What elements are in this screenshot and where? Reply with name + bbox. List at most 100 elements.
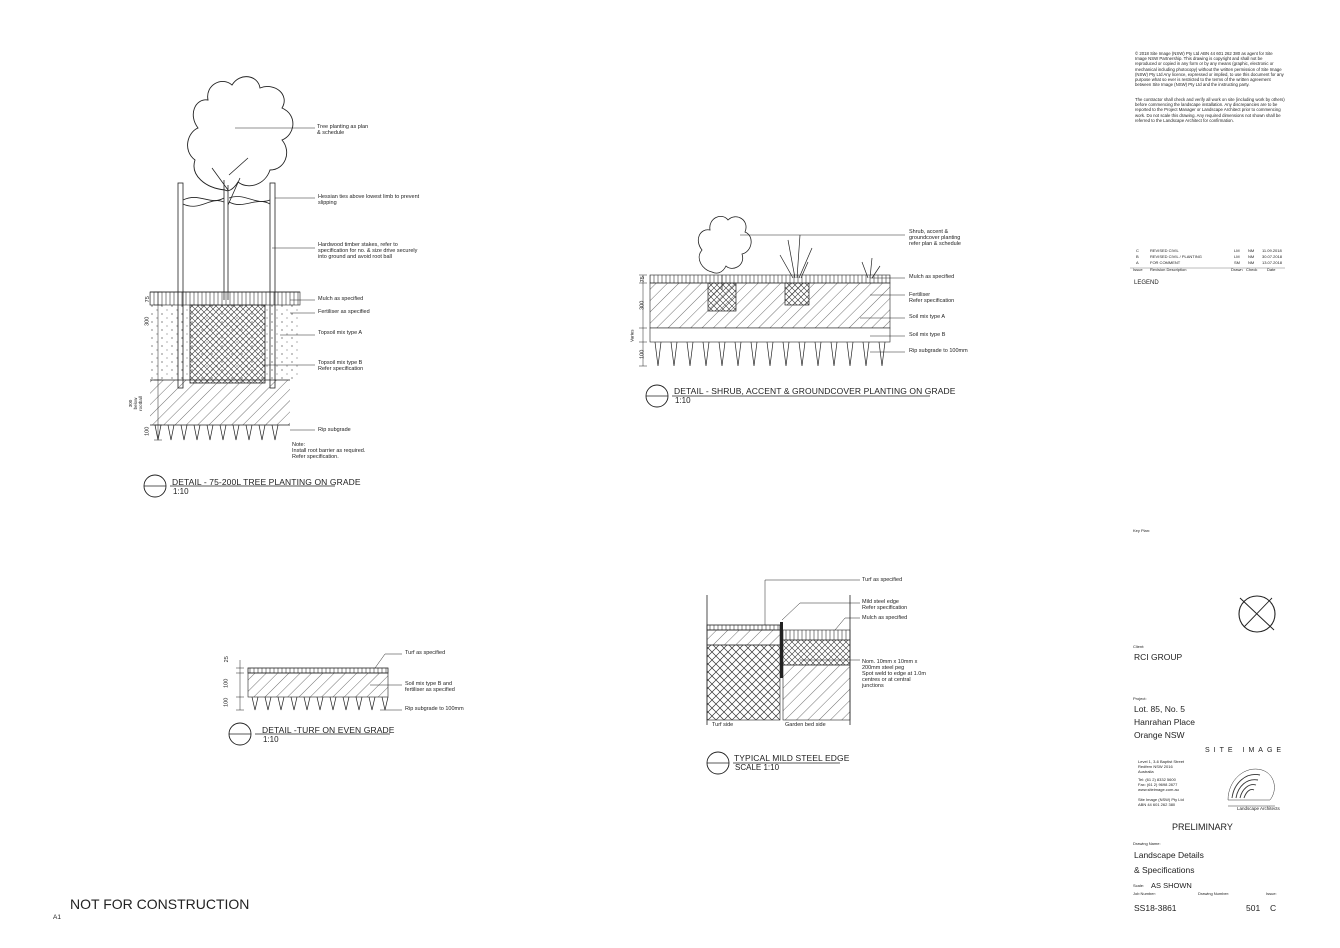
project-line-1: Lot. 85, No. 5: [1134, 704, 1186, 714]
rev-check: NM: [1248, 254, 1255, 259]
tree-mulch-label: Mulch as specified: [318, 296, 364, 302]
tree-dim-100: 100: [144, 426, 151, 436]
shrub-detail-title: DETAIL - SHRUB, ACCENT & GROUNDCOVER PLA…: [674, 386, 956, 396]
steel-edge-detail: [706, 579, 860, 775]
rev-drawn: LM: [1234, 248, 1240, 253]
drawing-number: 501: [1246, 903, 1261, 913]
turf-dim-100b: 100: [223, 697, 230, 707]
rev-header-issue: Issue: [1133, 267, 1143, 272]
rev-check: NM: [1248, 248, 1255, 253]
shrub-dim-100: 100: [639, 349, 646, 359]
rev-check: NM: [1248, 260, 1255, 265]
tree-rip-label: Rip subgrade: [318, 427, 351, 433]
project-label: Project:: [1133, 696, 1147, 701]
north-arrow-icon: [1238, 595, 1276, 633]
rev-drawn: SM: [1234, 260, 1240, 265]
shrub-fertiliser-label: Fertiliser Refer specification: [909, 292, 955, 304]
firm-tagline: Landscape Architects: [1237, 806, 1280, 811]
rev-header-date: Date: [1267, 267, 1276, 272]
site-image-logo-icon: [1227, 768, 1275, 807]
edge-turf-label: Turf as specified: [862, 577, 903, 583]
client-label: Client:: [1133, 644, 1145, 649]
tree-fertiliser-label: Fertiliser as specified: [318, 309, 370, 315]
shrub-soil-b-label: Soil mix type B: [909, 332, 946, 338]
issue-value: C: [1270, 903, 1277, 913]
turf-dim-25: 25: [223, 656, 230, 663]
firm-entity-2: ABN 44 601 262 380: [1138, 802, 1176, 807]
project-line-2: Hanrahan Place: [1134, 717, 1195, 727]
rev-issue: A: [1136, 260, 1139, 265]
rev-desc: REVISED CIVIL / PLANTING: [1150, 254, 1202, 259]
edge-detail-title: TYPICAL MILD STEEL EDGE: [734, 753, 850, 763]
edge-detail-scale: SCALE 1:10: [735, 763, 780, 772]
edge-mulch-label: Mulch as specified: [862, 615, 908, 621]
contractor-notice: The contractor shall check and verify al…: [1135, 97, 1285, 123]
rev-date: 13.07.2018: [1262, 260, 1283, 265]
tree-planting-detail: [143, 76, 335, 498]
not-for-construction: NOT FOR CONSTRUCTION: [70, 896, 250, 912]
rev-date: 30.07.2018: [1262, 254, 1283, 259]
firm-entity-1: Site Image (NSW) Pty Ltd: [1138, 797, 1184, 802]
drawing-name-1: Landscape Details: [1134, 850, 1204, 860]
shrub-label: Shrub, accent & groundcover planting ref…: [909, 229, 961, 247]
rev-date: 11.09.2018: [1262, 248, 1282, 253]
scale-label: Scale:: [1133, 883, 1145, 888]
shrub-planting-detail: [639, 216, 930, 408]
rip-spikes: [154, 424, 279, 441]
stakes-label: Hardwood timber stakes, refer to specifi…: [318, 242, 418, 260]
firm-address-1: Level 1, 3-6 Baptist Street: [1138, 759, 1185, 764]
edge-peg-label: Nom. 10mm x 10mm x 200mm steel peg Spot …: [862, 659, 926, 689]
firm-web: www.siteimage.com.au: [1138, 787, 1179, 792]
rev-header-check: Check: [1246, 267, 1258, 272]
turf-soil-label: Soil mix type B and fertiliser as specif…: [405, 681, 455, 693]
rev-header-drawn: Drawn: [1231, 267, 1243, 272]
tree-topsoil-a-label: Topsoil mix type A: [318, 330, 363, 336]
shrub-soil-a-label: Soil mix type A: [909, 314, 946, 320]
tree-canopy: [187, 76, 294, 192]
edge-turf-side: Turf side: [712, 722, 734, 728]
shrub-rip-label: Rip subgrade to 100mm: [909, 348, 968, 354]
issue-label: Issue:: [1266, 891, 1277, 896]
firm-tel: Tel: (61 2) 8332 5600: [1138, 777, 1176, 782]
turf-detail-title: DETAIL -TURF ON EVEN GRADE: [262, 725, 395, 735]
legend-label: LEGEND: [1134, 280, 1159, 286]
tree-dim-75: 75: [144, 296, 151, 303]
firm-fax: Fax: (61 2) 9698 2877: [1138, 782, 1178, 787]
firm-address-3: Australia: [1138, 769, 1154, 774]
shrub-canopy: [697, 216, 752, 274]
tree-dim-300-below: 300 below rootball: [127, 396, 143, 411]
edge-steel-label: Mild steel edge Refer specification: [862, 599, 908, 611]
rev-desc: REVISED CIVIL: [1150, 248, 1179, 253]
rev-drawn: LM: [1234, 254, 1240, 259]
rev-header-desc: Revision Description: [1150, 267, 1187, 272]
shrub-dim-300: 300: [639, 300, 646, 310]
copyright-notice: © 2018 Site Image (NSW) Pty Ltd ABN 44 6…: [1135, 51, 1284, 88]
client-name: RCI GROUP: [1134, 652, 1183, 662]
rip-spikes-shrub: [654, 341, 886, 367]
drawing-name-2: & Specifications: [1134, 865, 1195, 875]
tree-topsoil-b-label: Topsoil mix type B Refer specification: [318, 360, 364, 372]
rev-issue: C: [1136, 248, 1139, 253]
status-label: PRELIMINARY: [1172, 822, 1233, 832]
turf-rip-label: Rip subgrade to 100mm: [405, 706, 464, 712]
shrub-detail-scale: 1:10: [675, 396, 691, 405]
shrub-dim-75: 75: [639, 276, 646, 283]
tree-detail-title: DETAIL - 75-200L TREE PLANTING ON GRADE: [172, 477, 361, 487]
hessian-label: Hessian ties above lowest limb to preven…: [318, 194, 420, 206]
rev-issue: B: [1136, 254, 1139, 259]
turf-label: Turf as specified: [405, 650, 446, 656]
project-line-3: Orange NSW: [1134, 730, 1185, 740]
turf-detail: [228, 653, 402, 746]
job-number-label: Job Number:: [1133, 891, 1156, 896]
firm-address-2: Redfern NSW 2016: [1138, 764, 1173, 769]
tree-note: Note: Install root barrier as required. …: [292, 442, 366, 460]
turf-detail-scale: 1:10: [263, 735, 279, 744]
tree-detail-scale: 1:10: [173, 487, 189, 496]
turf-dim-100: 100: [223, 678, 230, 688]
sheet-size: A1: [53, 914, 61, 921]
firm-name: SITE IMAGE: [1205, 747, 1286, 754]
shrub-mulch-label: Mulch as specified: [909, 274, 955, 280]
edge-garden-side: Garden bed side: [785, 722, 826, 728]
tree-dim-300: 300: [144, 316, 151, 326]
rev-desc: FOR COMMENT: [1150, 260, 1181, 265]
